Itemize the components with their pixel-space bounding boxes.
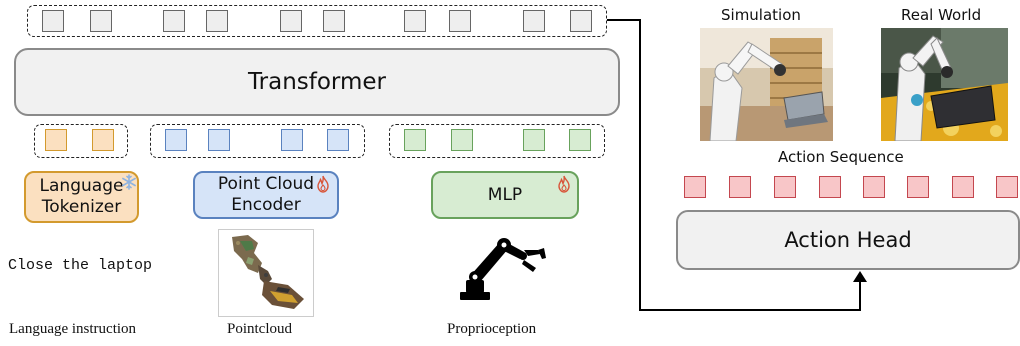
output-token (163, 10, 185, 32)
mlp-label: MLP (487, 185, 523, 205)
output-token (280, 10, 302, 32)
pointcloud-caption: Pointcloud (227, 321, 293, 337)
simulation-image (700, 28, 833, 141)
output-token-group (27, 5, 607, 37)
language-token (45, 129, 67, 151)
output-token (404, 10, 426, 32)
output-token (323, 10, 345, 32)
point-cloud-encoder-block: Point Cloud Encoder (193, 171, 339, 219)
action-token (907, 176, 929, 198)
transformer-block: Transformer (14, 48, 620, 116)
action-head-block: Action Head (676, 210, 1020, 270)
action-token (729, 176, 751, 198)
pointcloud-image (218, 229, 314, 317)
action-token (996, 176, 1018, 198)
instruction-text: Close the laptop (8, 257, 153, 274)
transformer-label: Transformer (247, 69, 386, 95)
output-token (449, 10, 471, 32)
proprioception-caption: Proprioception (447, 321, 537, 337)
language-tokenizer-block: Language Tokenizer (24, 171, 139, 223)
action-sequence-label: Action Sequence (778, 148, 904, 166)
output-token (570, 10, 592, 32)
proprioception-token (404, 129, 426, 151)
language-instruction-caption: Language instruction (9, 321, 137, 337)
flame-icon (558, 175, 570, 193)
proprioception-token (523, 129, 545, 151)
action-token (684, 176, 706, 198)
action-token (774, 176, 796, 198)
real-world-title: Real World (901, 6, 982, 24)
output-token (206, 10, 228, 32)
proprioception-token-group (389, 124, 605, 158)
output-token (42, 10, 64, 32)
robot-arm-icon (460, 238, 546, 300)
action-token (819, 176, 841, 198)
pointcloud-token (281, 129, 303, 151)
language-token-group (34, 124, 128, 158)
action-token (863, 176, 885, 198)
snowflake-icon (122, 174, 136, 190)
pointcloud-token (327, 129, 349, 151)
action-head-label: Action Head (784, 228, 912, 252)
point-cloud-encoder-label-line2: Encoder (231, 195, 301, 215)
point-cloud-encoder-label-line1: Point Cloud (217, 174, 315, 194)
output-token (90, 10, 112, 32)
proprioception-token (451, 129, 473, 151)
pointcloud-token-group (150, 124, 365, 158)
language-token (92, 129, 114, 151)
pointcloud-token (165, 129, 187, 151)
pointcloud-token (208, 129, 230, 151)
language-tokenizer-label-line2: Tokenizer (41, 197, 122, 217)
action-token (952, 176, 974, 198)
real-world-image (881, 28, 1008, 141)
flame-icon (317, 175, 329, 193)
mlp-block: MLP (431, 171, 579, 219)
language-tokenizer-label-line1: Language (39, 176, 124, 196)
proprioception-token (569, 129, 591, 151)
output-token (523, 10, 545, 32)
simulation-title: Simulation (721, 6, 801, 24)
